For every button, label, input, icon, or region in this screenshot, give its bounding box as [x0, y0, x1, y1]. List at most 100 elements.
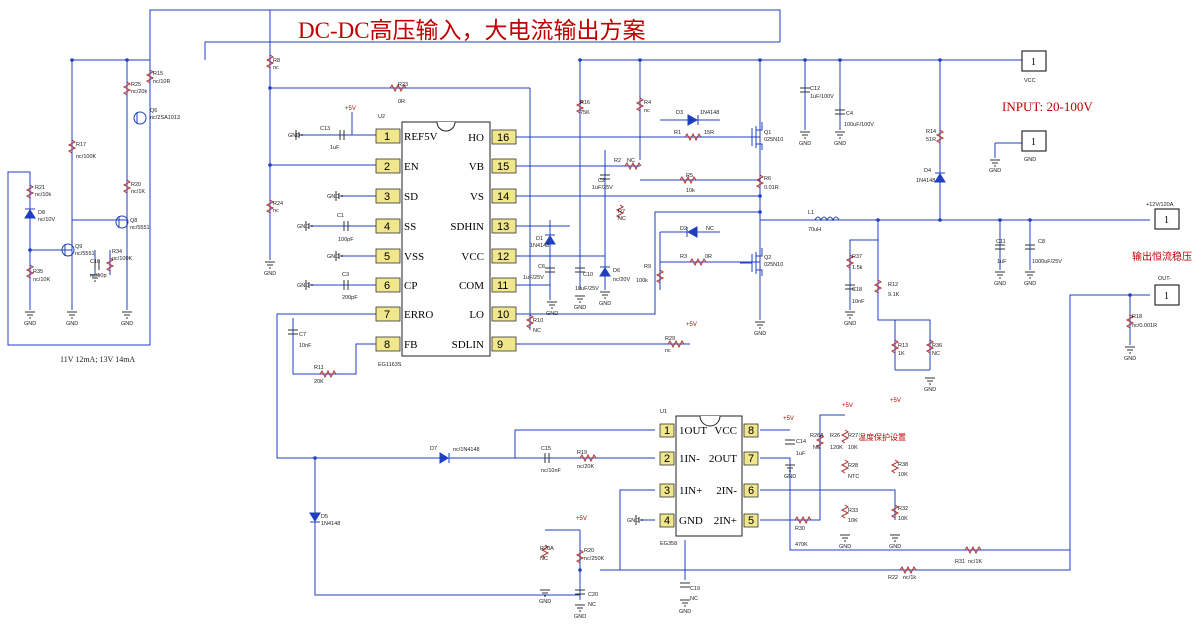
- r13-value: 1K: [898, 351, 905, 357]
- u2-pin-num: 15: [497, 161, 509, 173]
- r33-label: R33: [848, 508, 858, 514]
- port-12v-num: 1: [1164, 215, 1169, 226]
- c10-label: C10: [583, 272, 593, 278]
- u1-pin-box: [743, 423, 759, 438]
- c19-value: NC: [690, 596, 698, 602]
- r26-label: R26: [830, 433, 840, 439]
- u2-pin-box: [491, 336, 517, 352]
- u2-pin-num: 10: [497, 309, 509, 321]
- u2-pin-name: CP: [404, 280, 417, 292]
- gnd-label: GND: [264, 271, 276, 277]
- u2-pin-num: 8: [384, 339, 390, 351]
- d7-value: nc/1N4148: [453, 447, 480, 453]
- r11-value: 20K: [314, 379, 324, 385]
- c12-label: C12: [810, 86, 820, 92]
- capacitor-symbols: [94, 87, 1035, 595]
- c12-value: 1uF/100V: [810, 94, 834, 100]
- c13-value: 1uF: [330, 145, 340, 151]
- u1-part: EG358: [660, 541, 677, 547]
- r35-value: nc/10K: [33, 277, 50, 283]
- c14-value: 1uF: [796, 451, 806, 457]
- plus5v-label: +5V: [842, 403, 853, 409]
- q1-label: Q1: [764, 130, 771, 136]
- wire-r12: [877, 220, 931, 370]
- gnd-label: GND: [121, 321, 133, 327]
- r24-value: nc: [273, 208, 279, 214]
- resistor-symbols: [25, 54, 1135, 575]
- gnd-label: GND: [924, 387, 936, 393]
- gnd-label: GND: [994, 281, 1006, 287]
- r36-value: NC: [932, 351, 940, 357]
- r15-label: R15: [153, 71, 163, 77]
- u2-pin-box: [491, 248, 517, 264]
- diode-d1-icon: [544, 234, 556, 245]
- plus5v-label: +5V: [783, 416, 794, 422]
- plus5v-label: +5V: [686, 322, 697, 328]
- q2-label: Q2: [764, 255, 771, 261]
- wire-pin8: [292, 318, 376, 375]
- r26a-label: R26A: [810, 433, 824, 439]
- gnd-label: GND: [539, 599, 551, 605]
- l1-value: 70uH: [808, 227, 821, 233]
- mosfet-q2: [740, 248, 763, 276]
- gnd-label: GND: [574, 305, 586, 311]
- gnd-label: GND: [844, 321, 856, 327]
- u1-pin-box: [659, 483, 675, 498]
- r3-label: R3: [680, 254, 687, 260]
- u2-pin-name: FB: [404, 339, 417, 351]
- r26a-value: NC: [813, 445, 821, 451]
- r10-label: R10: [533, 318, 543, 324]
- r36-label: R36: [932, 343, 942, 349]
- r12-value: 9.1K: [888, 292, 900, 298]
- d7-label: D7: [430, 446, 437, 452]
- r17-value: nc/100K: [76, 154, 97, 160]
- c8-value: 1000uF/25V: [1032, 259, 1062, 265]
- r38-value: 10K: [898, 472, 908, 478]
- gnd-label: GND: [297, 224, 309, 230]
- r8-value: nc: [273, 65, 279, 71]
- r38-label: R38: [898, 462, 908, 468]
- r17-label: R17: [76, 142, 86, 148]
- u1-pin-name: VCC: [714, 425, 737, 437]
- u2-pin-name: EN: [404, 161, 419, 173]
- u1-pin-num: 7: [748, 453, 754, 465]
- gnd-label: GND: [297, 283, 309, 289]
- u2-pin-num: 12: [497, 251, 509, 263]
- gnd-label: GND: [799, 141, 811, 147]
- u2-pin-box: [491, 218, 517, 234]
- u1-pin-box: [743, 451, 759, 466]
- wire-d5: [314, 458, 580, 596]
- gnd-label: GND: [889, 544, 901, 550]
- r22-value: nc/1k: [903, 575, 916, 581]
- gnd-label: GND: [989, 168, 1001, 174]
- d6-label: D6: [613, 268, 620, 274]
- port-outminus: 1 OUT-: [1154, 276, 1180, 306]
- r2a-label: R2: [614, 158, 621, 164]
- r35-label: R35: [33, 269, 43, 275]
- port-12v: 1 +12V/120A: [1146, 202, 1180, 230]
- u2-pin-name: SDHIN: [450, 221, 484, 233]
- diagram-title: DC-DC高压输入，大电流输出方案: [298, 18, 646, 43]
- wire-pin7: [276, 313, 515, 459]
- u2-pin-name: COM: [459, 280, 484, 292]
- u2-pin-name: VB: [469, 161, 484, 173]
- c18-value: 10nF: [852, 299, 865, 305]
- gnd-labels: GND GND GND GND GND GND GND GND GND GND …: [24, 133, 1136, 620]
- gnd-label: GND: [784, 474, 796, 480]
- u1-pin-box: [743, 513, 759, 528]
- u2-pin-box: [491, 188, 517, 204]
- port-gnd: 1 GND: [1021, 130, 1047, 163]
- u2-pin-name: ERRO: [404, 309, 433, 321]
- u1-ref: U1: [660, 409, 667, 415]
- r11-label: R11: [314, 365, 324, 371]
- c14-label: C14: [796, 439, 806, 445]
- port-12v-label: +12V/120A: [1146, 202, 1174, 208]
- transistor-q6: [133, 111, 147, 125]
- u1-pin-num: 4: [664, 515, 670, 527]
- r4-label: R4: [644, 100, 651, 106]
- r20-label: R20: [131, 182, 141, 188]
- gnd-label: GND: [834, 141, 846, 147]
- u2-pin-box: [491, 158, 517, 174]
- u2-pin-name: VSS: [404, 251, 424, 263]
- l1-label: L1: [808, 210, 814, 216]
